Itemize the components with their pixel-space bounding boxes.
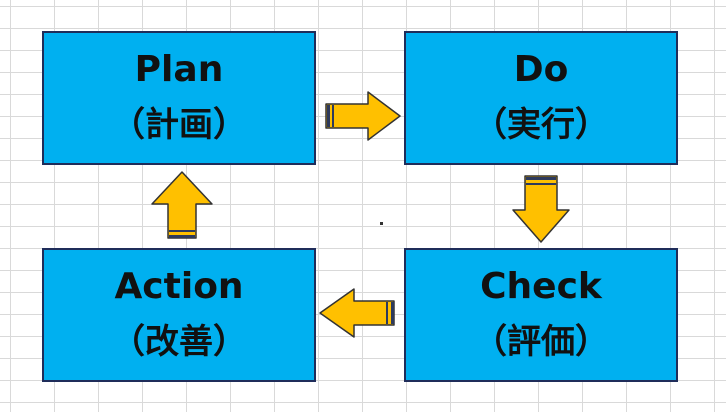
action-label-ja: （改善） [111, 321, 247, 362]
center-dot [380, 222, 383, 225]
plan-box: Plan （計画） [42, 31, 316, 165]
check-label-ja: （評価） [473, 321, 609, 362]
do-label: Do [513, 48, 569, 90]
arrow-left-icon [319, 288, 395, 338]
check-label: Check [480, 265, 602, 307]
plan-label: Plan [134, 48, 224, 90]
arrow-up-icon [151, 171, 213, 239]
arrow-right-icon [325, 91, 401, 141]
do-box: Do （実行） [404, 31, 678, 165]
do-label-ja: （実行） [473, 104, 609, 145]
plan-label-ja: （計画） [111, 104, 247, 145]
action-label: Action [114, 265, 244, 307]
action-box: Action （改善） [42, 248, 316, 382]
check-box: Check （評価） [404, 248, 678, 382]
arrow-down-icon [512, 175, 570, 243]
